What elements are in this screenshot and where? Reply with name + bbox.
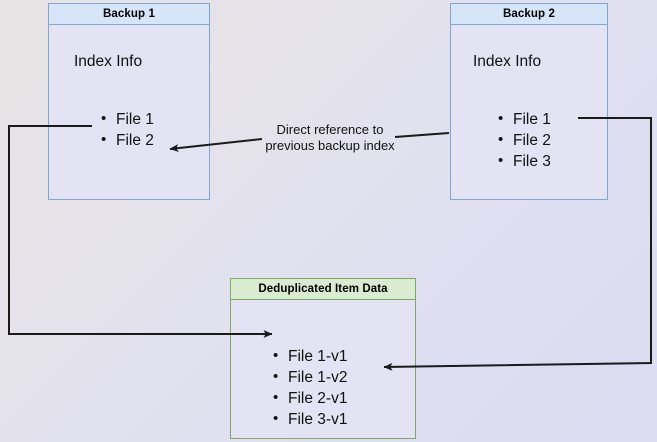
node-deduplicated-item-data[interactable]: Deduplicated Item Data File 1-v1 File 1-… [230, 278, 416, 439]
direct-reference-caption: Direct reference to previous backup inde… [265, 122, 395, 153]
list-item: File 2 [101, 129, 154, 151]
node-dedup-body: File 1-v1 File 1-v2 File 2-v1 File 3-v1 [231, 300, 415, 437]
node-backup-1-header: Backup 1 [49, 4, 209, 25]
list-item: File 1 [101, 108, 154, 130]
list-item: File 2-v1 [273, 387, 347, 409]
list-item: File 1-v2 [273, 366, 347, 388]
node-dedup-header: Deduplicated Item Data [231, 279, 415, 300]
backup-2-file-list: File 1 File 2 File 3 [498, 108, 551, 172]
node-backup-1[interactable]: Backup 1 Index Info File 1 File 2 [48, 3, 210, 200]
node-backup-2-header: Backup 2 [451, 4, 607, 25]
list-item: File 3-v1 [273, 408, 347, 430]
backup-2-index-info-label: Index Info [473, 53, 542, 70]
list-item: File 1-v1 [273, 345, 347, 367]
list-item: File 2 [498, 129, 551, 151]
backup-1-index-info-label: Index Info [74, 53, 143, 70]
list-item: File 3 [498, 150, 551, 172]
node-backup-1-body: Index Info File 1 File 2 [49, 25, 209, 198]
backup-1-file-list: File 1 File 2 [101, 108, 154, 151]
dedup-file-list: File 1-v1 File 1-v2 File 2-v1 File 3-v1 [273, 345, 347, 430]
node-backup-2[interactable]: Backup 2 Index Info File 1 File 2 File 3 [450, 3, 608, 200]
list-item: File 1 [498, 108, 551, 130]
node-backup-2-body: Index Info File 1 File 2 File 3 [451, 25, 607, 198]
